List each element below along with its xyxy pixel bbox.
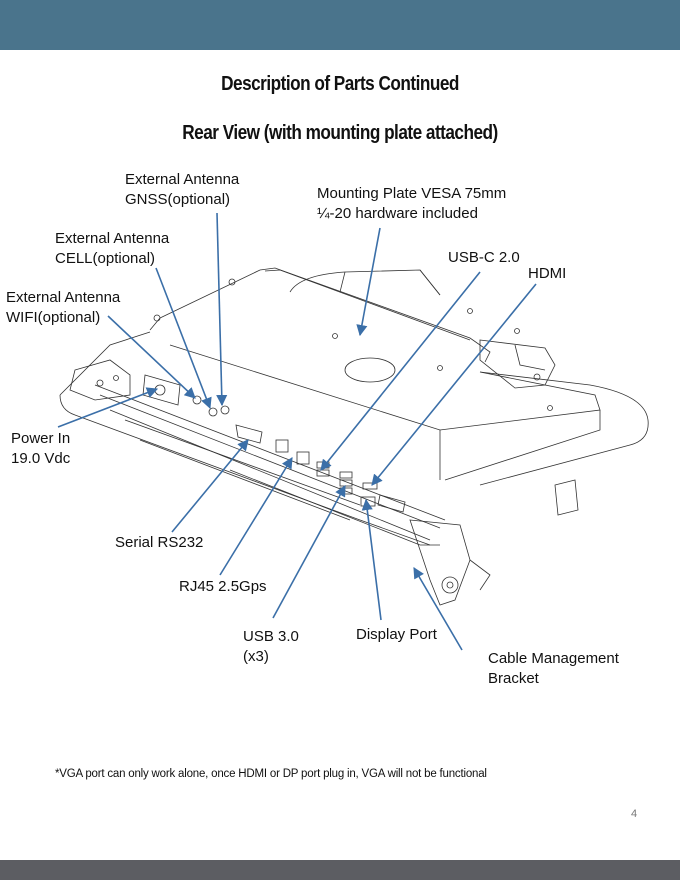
label-rj45: RJ45 2.5Gps [179, 577, 267, 597]
callout-line-display-port [361, 498, 382, 621]
label-gnss-line1: External Antenna [125, 171, 240, 188]
label-usb-c: USB-C 2.0 [448, 248, 520, 268]
callout-line-wifi [107, 315, 196, 399]
label-display-port: Display Port [356, 625, 437, 645]
callout-line-usb3 [272, 485, 346, 619]
label-hdmi: HDMI [528, 264, 566, 284]
label-cell-line2: CELL(optional) [55, 250, 156, 267]
callout-line-cell [155, 267, 212, 410]
callout-line-gnss [216, 212, 228, 407]
label-cell-line1: External Antenna [55, 230, 170, 247]
section-subtitle: Rear View (with mounting plate attached) [182, 122, 498, 144]
callout-line-serial [171, 439, 249, 533]
label-wifi-line2: WIFI(optional) [6, 309, 101, 326]
label-serial-rs232: Serial RS232 [115, 533, 203, 553]
label-mounting-plate: Mounting Plate VESA 75mm ¼-20 hardware i… [317, 184, 506, 224]
label-usb3-line1: USB 3.0 [243, 628, 299, 645]
footer-bar [0, 860, 680, 880]
label-wifi-line1: External Antenna [6, 289, 121, 306]
label-hdmi-line1: HDMI [528, 265, 567, 282]
callout-line-mounting-plate [356, 227, 381, 337]
label-power-line2: 19.0 Vdc [11, 450, 71, 467]
label-display-port-line1: Display Port [356, 626, 437, 643]
label-power-line1: Power In [11, 430, 71, 447]
callout-line-cable-bracket [413, 567, 463, 651]
header-bar [0, 0, 680, 50]
label-usb3: USB 3.0 (x3) [243, 627, 299, 667]
label-rj45-line1: RJ45 2.5Gps [179, 578, 267, 595]
label-usb3-line2: (x3) [243, 648, 269, 665]
label-wifi-antenna: External Antenna WIFI(optional) [6, 288, 120, 328]
label-mounting-plate-line1: Mounting Plate VESA 75mm [317, 185, 507, 202]
label-usb-c-line1: USB-C 2.0 [448, 249, 520, 266]
page-title: Description of Parts Continued [221, 73, 459, 95]
callout-line-hdmi [371, 283, 537, 486]
label-gnss-antenna: External Antenna GNSS(optional) [125, 170, 239, 210]
callout-line-usb-c [320, 271, 481, 471]
callout-line-rj45 [219, 457, 293, 576]
callout-line-power [57, 387, 159, 428]
label-cable-bracket: Cable Management Bracket [488, 649, 619, 689]
vga-footnote: *VGA port can only work alone, once HDMI… [55, 768, 487, 780]
label-power-in: Power In 19.0 Vdc [11, 429, 70, 469]
label-serial-line1: Serial RS232 [115, 534, 204, 551]
label-gnss-line2: GNSS(optional) [125, 191, 231, 208]
label-cell-antenna: External Antenna CELL(optional) [55, 229, 169, 269]
page-number: 4 [631, 808, 638, 820]
label-cable-bracket-line2: Bracket [488, 670, 539, 687]
device-outline [59, 267, 649, 606]
label-mounting-plate-line2: ¼-20 hardware included [317, 205, 478, 222]
label-cable-bracket-line1: Cable Management [488, 650, 619, 667]
